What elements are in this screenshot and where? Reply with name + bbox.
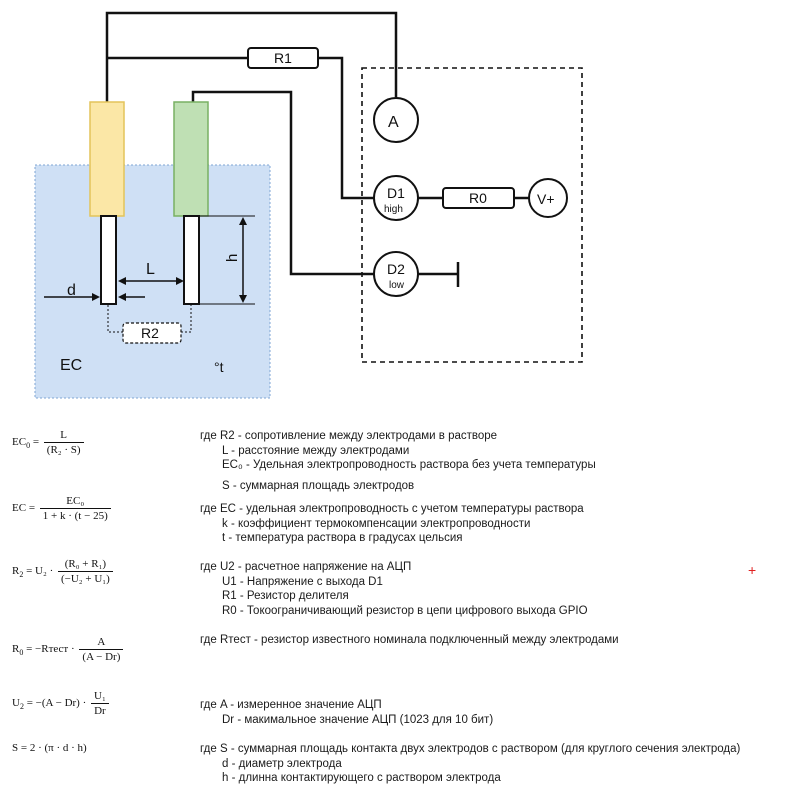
formula-numerator: U₁: [91, 690, 109, 704]
formula-lhs: R: [12, 565, 20, 578]
wires: [105, 11, 529, 287]
desc-line: L - расстояние между электродами: [222, 444, 410, 457]
formula-eq: = −(A − Dr) ·: [23, 697, 89, 710]
desc-line: k - коэффициент термокомпенсации электро…: [222, 517, 531, 530]
formula-ec: EC = EC₀ 1 + k · (t − 25): [12, 495, 113, 522]
d1-pin-circle: [373, 175, 419, 221]
r0-resistor: [442, 187, 515, 209]
desc-ec0: где R2 - сопротивление между электродами…: [200, 429, 596, 493]
desc-line: t - температура раствора в градусах цель…: [222, 532, 463, 544]
red-plus-mark: +: [748, 562, 757, 578]
l-label: L: [146, 261, 155, 278]
d1-sub-label: high: [384, 204, 403, 215]
r1-label: R1: [274, 50, 292, 66]
formula-fraction: U₁ Dr: [91, 690, 109, 717]
desc-line: U1 - Напряжение с выхода D1: [222, 575, 383, 588]
formula-fraction: A (A − Dr): [79, 636, 124, 663]
desc-line: где R2 - сопротивление между электродами…: [200, 430, 498, 442]
formula-lhs: EC: [12, 502, 27, 515]
ammeter-circle: [373, 97, 419, 143]
formula-denominator: (A − Dr): [82, 651, 121, 663]
r2-label: R2: [141, 325, 159, 341]
d-label: d: [67, 282, 76, 299]
formula-denominator: 1 + k · (t − 25): [42, 510, 108, 522]
desc-line: S - суммарная площадь электродов: [222, 479, 415, 492]
r2-dotted-right: [181, 305, 192, 333]
formula-eq: =: [26, 502, 38, 515]
formula-denominator: (−U₂ + U₁): [61, 573, 110, 585]
formula-lhs-sub: 0: [19, 648, 24, 658]
desc-ec: где EC - удельная электропроводность с у…: [200, 502, 584, 546]
formula-fraction: L (R₂ · S): [43, 429, 84, 456]
r0-label: R0: [469, 190, 487, 206]
formula-s: S = 2 · (π · d · h): [12, 742, 87, 756]
vplus-label: V+: [537, 191, 555, 207]
vplus-circle: [528, 178, 568, 218]
desc-line: Dr - макимальное значение АЦП (1023 для …: [222, 713, 494, 726]
left-probe-body: [89, 101, 125, 217]
formula-numerator: EC₀: [39, 495, 111, 509]
formula-lhs: R: [12, 643, 20, 656]
d2-label: D2: [387, 261, 405, 277]
formula-eq: = −Rтест ·: [23, 643, 78, 656]
formula-lhs: U: [12, 697, 20, 710]
d-arrow-right-icon: [118, 293, 126, 301]
formula-numerator: (R₀ + R₁): [58, 558, 113, 572]
h-label: h: [224, 254, 241, 262]
formula-lhs-sub: 2: [19, 570, 24, 580]
ammeter-label: A: [388, 114, 399, 131]
desc-line: где A - измеренное значение АЦП: [200, 699, 382, 711]
formula-lhs: S: [12, 742, 19, 754]
formula-numerator: A: [79, 636, 124, 650]
r2-resistor: [122, 322, 182, 344]
formula-denominator: Dr: [94, 705, 106, 717]
right-probe-body: [173, 101, 209, 217]
r1-resistor: [247, 47, 319, 69]
r2-dotted-left: [107, 305, 123, 333]
d2-pin-circle: [373, 251, 419, 297]
right-electrode: [183, 215, 200, 305]
l-arrow-right-icon: [176, 277, 184, 285]
formula-r0: R0 = −Rтест · A (A − Dr): [12, 636, 125, 663]
desc-u2: где A - измеренное значение АЦП Dr - мак…: [200, 698, 493, 727]
desc-r0: где Rтест - резистор известного номинала…: [200, 633, 619, 648]
formula-lhs-sub: 0: [26, 441, 31, 451]
desc-line: R0 - Токоограничивающий резистор в цепи …: [222, 604, 588, 617]
ec-label: EC: [60, 357, 82, 374]
desc-line: R1 - Резистор делителя: [222, 590, 349, 602]
formula-fraction: (R₀ + R₁) (−U₂ + U₁): [58, 558, 113, 585]
desc-r2: где U2 - расчетное напряжение на АЦП U1 …: [200, 560, 588, 618]
formula-eq: =: [30, 436, 42, 449]
formula-numerator: L: [43, 429, 84, 443]
formula-ec0: EC0 = L (R₂ · S): [12, 429, 86, 456]
formula-denominator: (R₂ · S): [46, 444, 81, 456]
desc-line: где S - суммарная площадь контакта двух …: [200, 743, 741, 755]
formula-lhs: EC: [12, 436, 27, 449]
desc-line: h - длинна контактирующего с раствором э…: [222, 772, 501, 784]
left-electrode: [100, 215, 117, 305]
desc-s: где S - суммарная площадь контакта двух …: [200, 742, 740, 786]
circuit-diagram: L d h R2 EC °t R1 A D1 high R0 V+ D2 low: [34, 11, 583, 399]
formula-eq: = U₂ ·: [23, 565, 56, 578]
formula-u2: U2 = −(A − Dr) · U₁ Dr: [12, 690, 111, 717]
desc-line: где EC - удельная электропроводность с у…: [200, 503, 584, 515]
temperature-label: °t: [214, 359, 224, 375]
h-arrow-up-icon: [239, 217, 247, 225]
desc-line: d - диаметр электрода: [222, 757, 342, 770]
h-arrow-down-icon: [239, 295, 247, 303]
l-arrow-left-icon: [118, 277, 126, 285]
d1-label: D1: [387, 185, 405, 201]
desc-line: EC₀ - Удельная электропроводность раство…: [222, 459, 596, 471]
formula-eq: = 2 · (π · d · h): [18, 742, 87, 754]
controller-box: [361, 67, 583, 363]
desc-line: где Rтест - резистор известного номинала…: [200, 634, 619, 646]
formula-r2: R2 = U₂ · (R₀ + R₁) (−U₂ + U₁): [12, 558, 115, 585]
formula-lhs-sub: 2: [19, 702, 24, 712]
d2-sub-label: low: [389, 280, 405, 291]
d-arrow-left-icon: [92, 293, 100, 301]
desc-line: где U2 - расчетное напряжение на АЦП: [200, 561, 412, 573]
formula-fraction: EC₀ 1 + k · (t − 25): [39, 495, 111, 522]
